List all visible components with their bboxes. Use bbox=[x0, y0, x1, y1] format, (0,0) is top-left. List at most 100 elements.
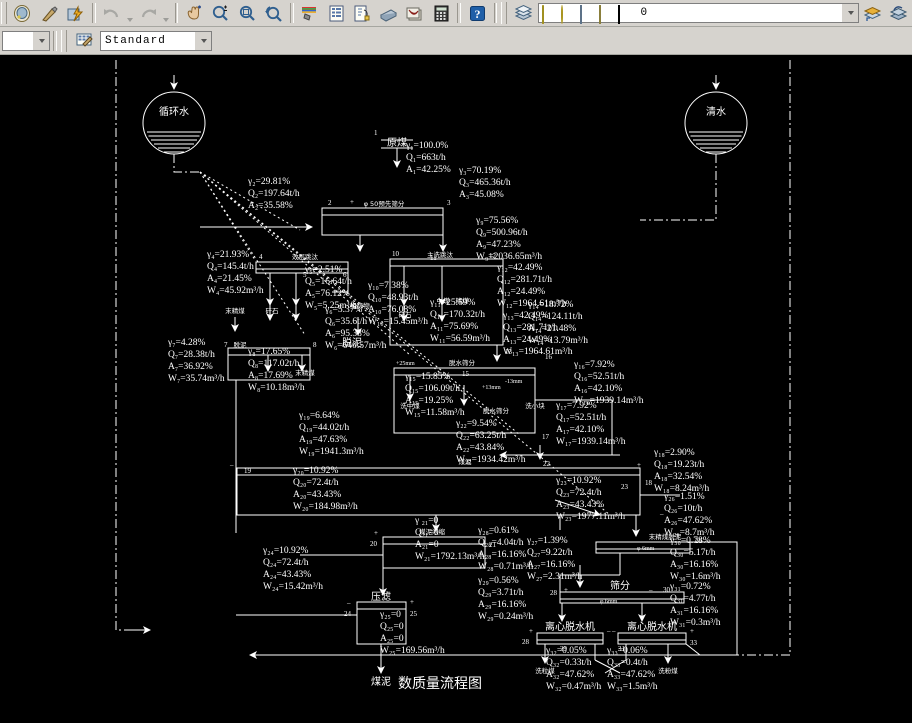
plot-button[interactable] bbox=[376, 1, 400, 26]
unit-centrifuge-right[interactable] bbox=[604, 632, 701, 674]
stream-node-21-minus: – bbox=[488, 529, 493, 537]
unit-desliming[interactable] bbox=[227, 347, 311, 533]
calculator-button[interactable] bbox=[429, 1, 453, 26]
svg-text:Q₂₁=0: Q₂₁=0 bbox=[415, 528, 439, 538]
svg-text:γ₁₃=42.49%: γ₁₃=42.49% bbox=[502, 311, 549, 321]
drawing-canvas[interactable]: 循环水 清水 1 原煤 2 φ 50预先筛分 + 3 主洗跳汰 10 11 bbox=[0, 55, 912, 723]
svg-text:A₂₇=16.16%: A₂₇=16.16% bbox=[527, 560, 575, 570]
toolbar-grip[interactable] bbox=[1, 2, 7, 24]
layer-toolbar-grip[interactable] bbox=[501, 2, 508, 24]
svg-text:A₂₉=16.16%: A₂₉=16.16% bbox=[478, 600, 526, 610]
unit-slurry-thickener[interactable] bbox=[300, 515, 486, 596]
layer-lock-icon[interactable] bbox=[598, 3, 616, 24]
svg-text:W₁₅=11.58m³/h: W₁₅=11.58m³/h bbox=[405, 408, 465, 418]
clean-water-tank[interactable] bbox=[640, 75, 748, 221]
unit-dewater-screen-1[interactable] bbox=[393, 367, 612, 434]
stream-label-gangue-2: 矸石 bbox=[399, 311, 413, 319]
toolbar-separator bbox=[91, 3, 96, 23]
new-drawing-button[interactable] bbox=[11, 1, 35, 26]
redo-dropdown[interactable] bbox=[161, 0, 171, 27]
stream-node-18-plus: + bbox=[637, 461, 641, 469]
circulating-water-tank[interactable] bbox=[142, 75, 206, 173]
layer-freeze-sun-icon[interactable] bbox=[560, 4, 578, 24]
unit-main-jig[interactable] bbox=[389, 258, 504, 362]
svg-text:?: ? bbox=[474, 7, 480, 21]
svg-text:W₂₃=1977.11m³/h: W₂₃=1977.11m³/h bbox=[556, 512, 625, 522]
unit-layered-jig[interactable] bbox=[255, 261, 349, 306]
unit-screening[interactable] bbox=[558, 565, 685, 622]
circulating-water-tank-label: 循环水 bbox=[159, 105, 189, 118]
svg-text:γ₃₁=0.72%: γ₃₁=0.72% bbox=[669, 582, 711, 592]
svg-text:W₅=5.25m³/h: W₅=5.25m³/h bbox=[305, 301, 357, 311]
markup-sheets-icon bbox=[406, 7, 422, 20]
color-combo-arrow[interactable] bbox=[33, 31, 49, 50]
stream-node-5: 5 bbox=[303, 271, 307, 279]
svg-text:A₁₅=19.25%: A₁₅=19.25% bbox=[405, 396, 453, 406]
svg-text:A₁₂=24.49%: A₁₂=24.49% bbox=[497, 287, 545, 297]
stream-annotation-2: γ₂=29.81%Q₂=197.64t/hA₂=35.58% bbox=[247, 177, 300, 211]
stream-node-23: 23 bbox=[621, 483, 629, 491]
stream-label-washed-lumps: 洗小块 bbox=[525, 401, 545, 410]
zoom-window-button[interactable] bbox=[235, 1, 259, 26]
unit-slurry-tank[interactable] bbox=[236, 445, 680, 530]
design-center-button[interactable] bbox=[350, 1, 374, 26]
svg-text:W₂₆=8.7m³/h: W₂₆=8.7m³/h bbox=[664, 528, 715, 538]
minus-centrifuge-left: – bbox=[606, 627, 611, 635]
svg-text:A₃₃=47.62%: A₃₃=47.62% bbox=[607, 670, 655, 680]
layer-combo-arrow[interactable] bbox=[842, 4, 859, 22]
unit-raw-coal[interactable] bbox=[381, 139, 413, 168]
svg-text:Q₂₄=72.4t/h: Q₂₄=72.4t/h bbox=[263, 558, 309, 568]
match-properties-button[interactable] bbox=[37, 1, 61, 26]
svg-text:W₁₁=56.59m³/h: W₁₁=56.59m³/h bbox=[430, 334, 490, 344]
color-control-combo[interactable] bbox=[2, 30, 50, 51]
svg-text:W₂₈=0.71m³/h: W₂₈=0.71m³/h bbox=[478, 562, 533, 572]
undo-button[interactable] bbox=[100, 1, 124, 26]
svg-text:Q₁₇=52.51t/h: Q₁₇=52.51t/h bbox=[556, 413, 606, 423]
svg-text:γ₂₇=1.39%: γ₂₇=1.39% bbox=[526, 536, 568, 546]
unit-filter-press[interactable] bbox=[236, 601, 407, 674]
svg-text:A₁₉=47.63%: A₁₉=47.63% bbox=[299, 435, 347, 445]
layer-properties-button[interactable] bbox=[511, 1, 535, 26]
properties-button[interactable] bbox=[324, 1, 348, 26]
undo-dropdown[interactable] bbox=[125, 0, 135, 27]
unit-fine-coal-desliming[interactable] bbox=[595, 515, 738, 655]
svg-text:Q₁₆=52.51t/h: Q₁₆=52.51t/h bbox=[574, 372, 624, 382]
pan-button[interactable] bbox=[182, 1, 206, 26]
quick-calc-button[interactable] bbox=[63, 1, 87, 26]
svg-text:W₆=640.57m³/h: W₆=640.57m³/h bbox=[325, 341, 387, 351]
markup-button[interactable] bbox=[403, 1, 427, 26]
layer-states-icon bbox=[890, 5, 908, 20]
redo-button[interactable] bbox=[136, 1, 160, 26]
zoom-realtime-button[interactable] bbox=[209, 1, 233, 26]
svg-text:A₈=17.69%: A₈=17.69% bbox=[248, 371, 293, 381]
plus-centrifuge-left: + bbox=[529, 627, 533, 635]
render-button[interactable] bbox=[298, 1, 322, 26]
unit-pre-screen[interactable] bbox=[200, 207, 447, 252]
text-style-button[interactable] bbox=[71, 28, 97, 53]
svg-text:W₁₈=8.24m³/h: W₁₈=8.24m³/h bbox=[654, 484, 709, 494]
layer-freeze-vp-icon[interactable] bbox=[579, 3, 597, 24]
layer-on-bulb-icon[interactable] bbox=[539, 3, 559, 24]
text-style-combo[interactable]: Standard bbox=[100, 30, 212, 51]
layer-control-combo[interactable]: 0 bbox=[538, 3, 860, 24]
layer-color-swatch-icon[interactable] bbox=[617, 3, 635, 24]
svg-text:A₃=45.08%: A₃=45.08% bbox=[459, 190, 504, 200]
svg-text:W₁₃=1964.61m³/h: W₁₃=1964.61m³/h bbox=[503, 347, 573, 357]
toolbar-separator-2 bbox=[174, 3, 179, 23]
unit-centrifuge-left[interactable] bbox=[536, 632, 621, 674]
svg-text:W₂₉=0.24m³/h: W₂₉=0.24m³/h bbox=[478, 612, 533, 622]
stream-node-22-minus: – bbox=[346, 599, 351, 607]
zoom-previous-button[interactable] bbox=[261, 1, 285, 26]
help-button[interactable]: ? bbox=[465, 1, 489, 26]
svg-text:A₂₁=0: A₂₁=0 bbox=[415, 540, 439, 550]
svg-text:W₁₀=15.45m³/h: W₁₀=15.45m³/h bbox=[368, 317, 428, 327]
unit-number-2: 2 bbox=[328, 199, 332, 207]
svg-text:A₅=76.12%: A₅=76.12% bbox=[305, 289, 350, 299]
svg-text:W₂₅=169.56m³/h: W₂₅=169.56m³/h bbox=[380, 646, 445, 656]
style-toolbar-grip[interactable] bbox=[61, 29, 67, 52]
svg-text:A₃₂=47.62%: A₃₂=47.62% bbox=[546, 670, 594, 680]
svg-text:Q₃₀=5.17t/h: Q₃₀=5.17t/h bbox=[670, 548, 716, 558]
layer-states-button[interactable] bbox=[887, 1, 911, 26]
text-style-combo-arrow[interactable] bbox=[195, 31, 211, 50]
layer-previous-button[interactable] bbox=[860, 1, 884, 26]
